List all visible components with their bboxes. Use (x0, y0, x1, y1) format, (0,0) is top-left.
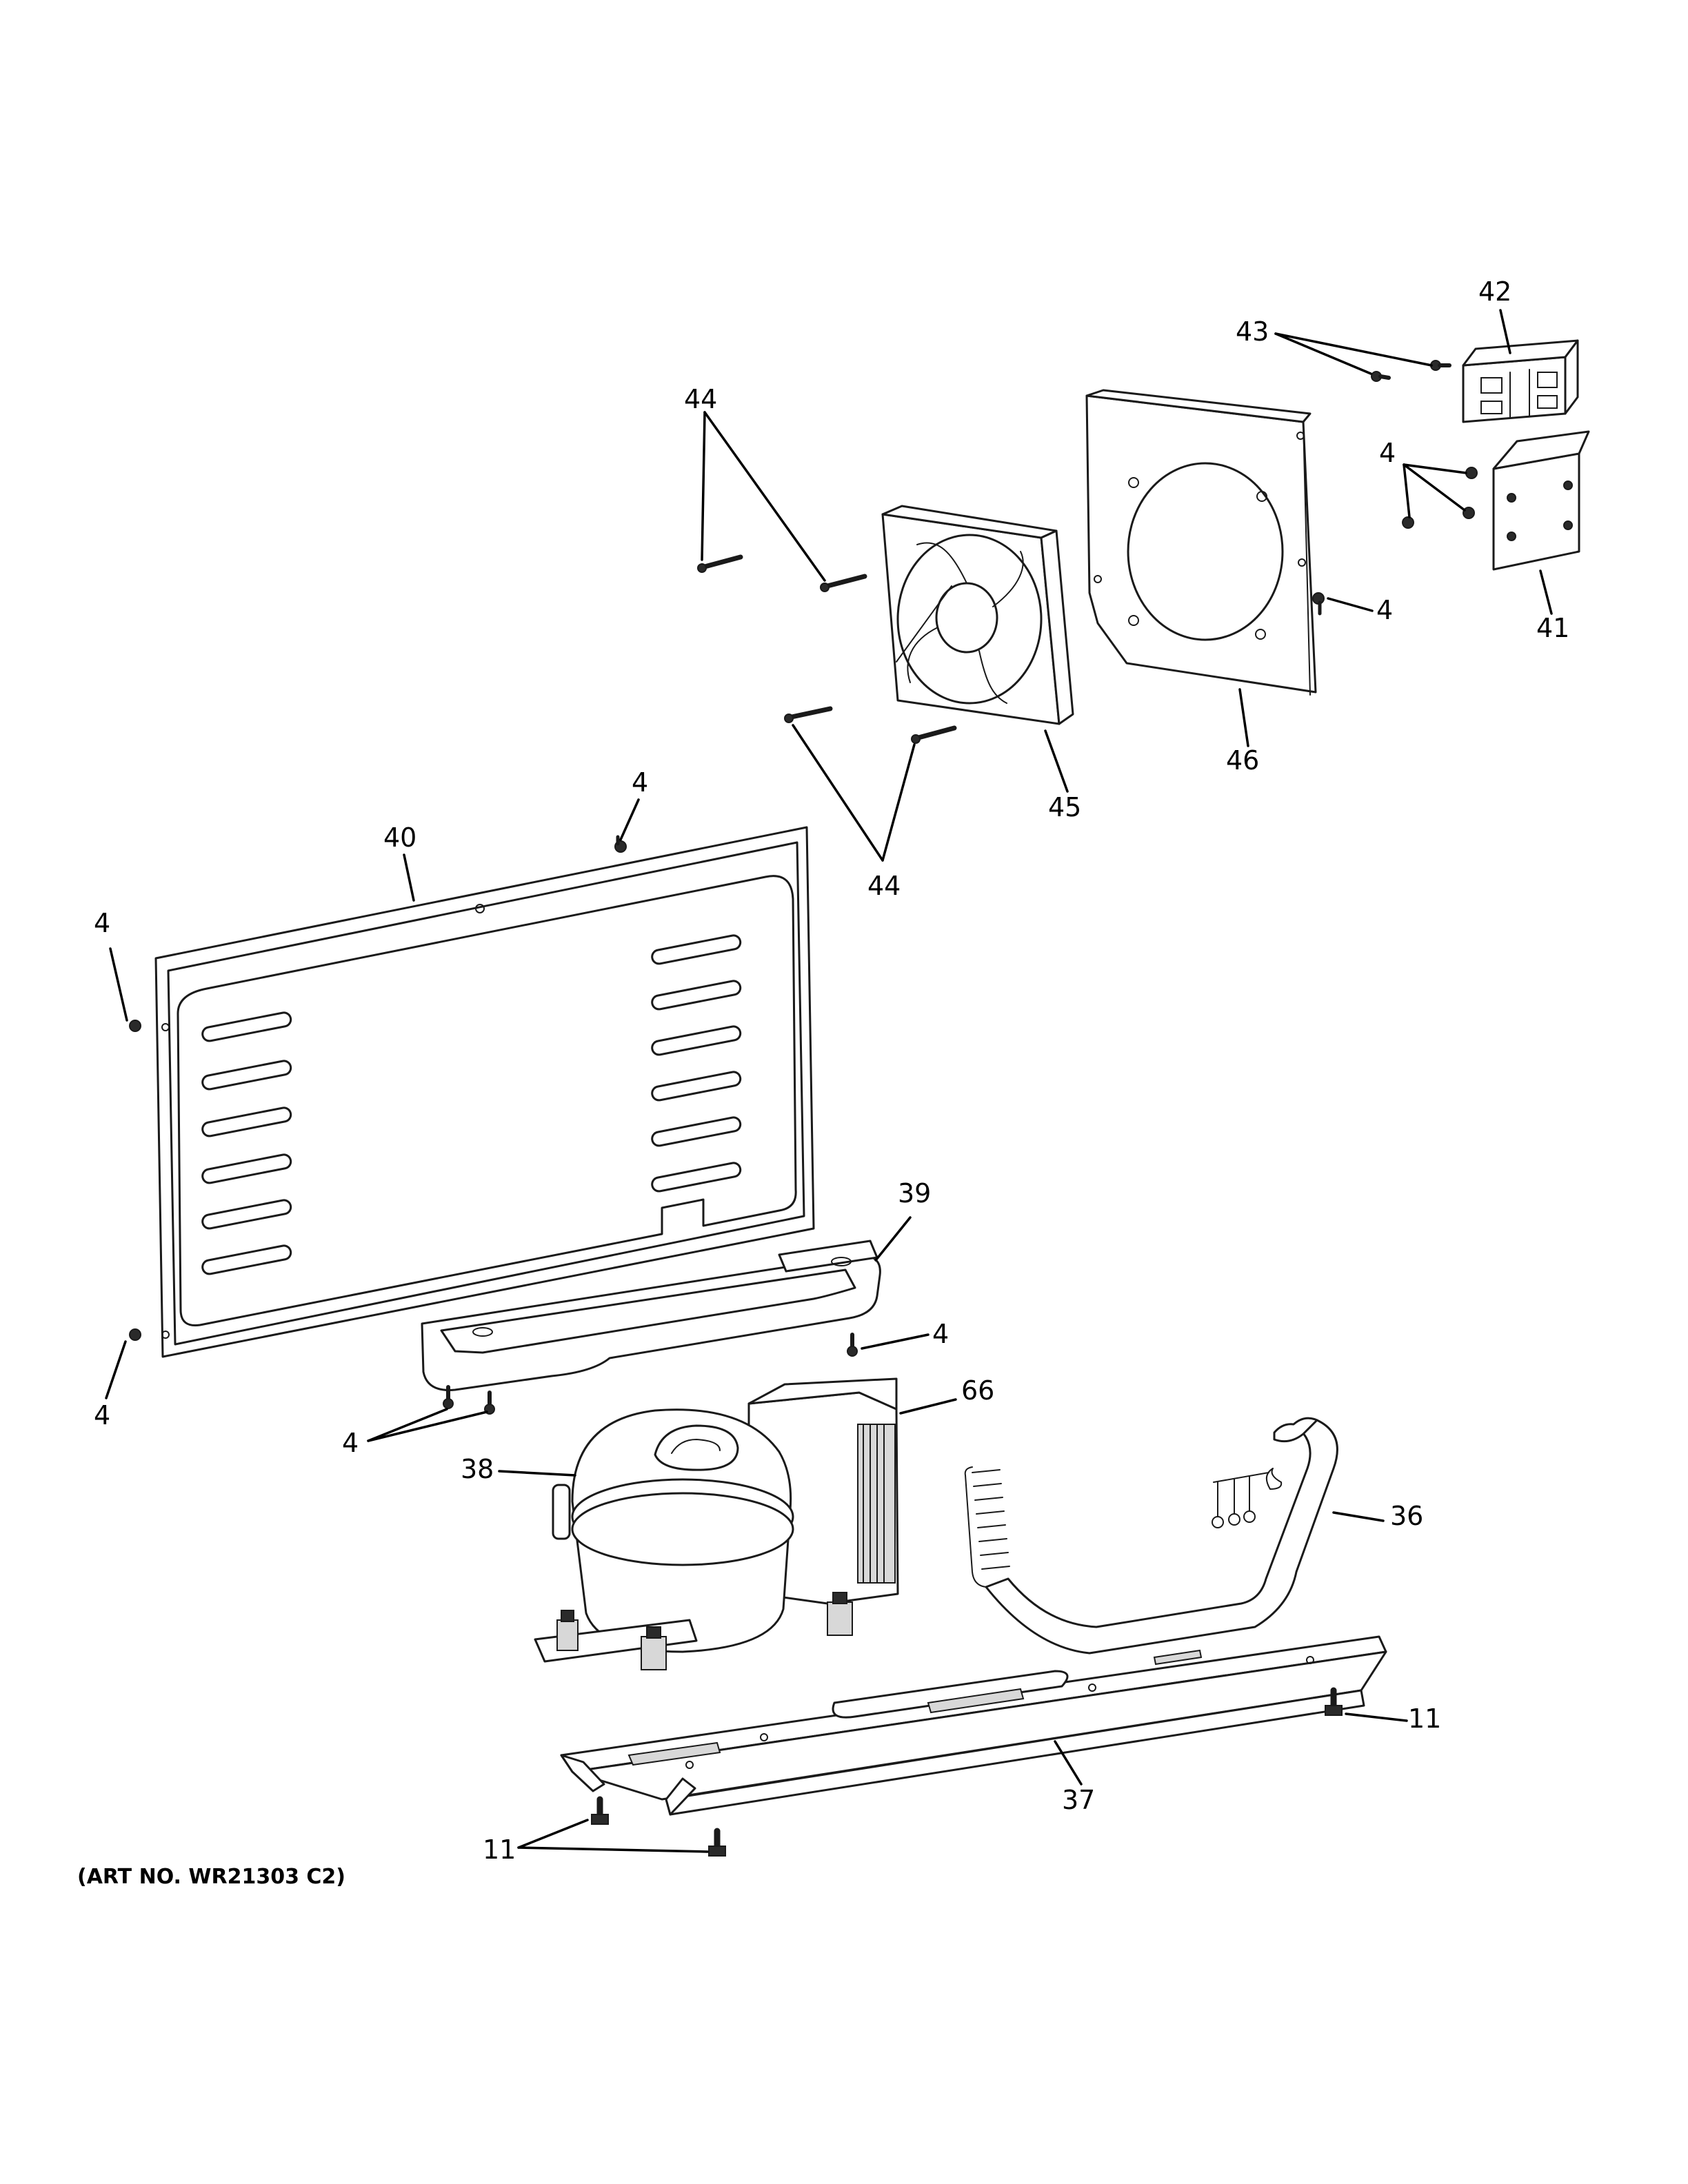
callout-4-tray-left: 4 (342, 1428, 359, 1458)
callout-11-bottom: 11 (483, 1834, 516, 1865)
part-41-bracket (1492, 430, 1590, 571)
callout-4-panel-bottom: 4 (94, 1400, 110, 1430)
screw-icon (443, 1385, 454, 1409)
screw-icon (1325, 1687, 1343, 1716)
callout-37: 37 (1062, 1785, 1095, 1815)
part-36-condenser-tubing (964, 1417, 1338, 1655)
callout-4-panel-top: 4 (632, 767, 648, 798)
mounting-grommet-icon (827, 1592, 853, 1636)
part-42-connector-block (1462, 339, 1579, 423)
mounting-grommet-icon (556, 1610, 579, 1651)
screw-icon (1463, 507, 1475, 519)
screw-icon (1312, 592, 1325, 616)
callout-4-plate: 4 (1376, 595, 1393, 625)
screw-icon (847, 1333, 858, 1357)
part-44-fan-screws (697, 554, 957, 744)
screw-icon (708, 1828, 726, 1857)
callout-42: 42 (1478, 276, 1511, 307)
screw-icon (1371, 371, 1391, 382)
screw-icon (820, 574, 867, 592)
callout-45: 45 (1048, 792, 1081, 822)
callout-46: 46 (1226, 745, 1259, 776)
callout-38: 38 (461, 1454, 494, 1484)
wire-harness-icon (972, 1469, 1010, 1570)
art-number: (ART NO. WR21303 C2) (77, 1865, 345, 1889)
screw-icon (911, 725, 957, 744)
part-37-base-rail (560, 1635, 1387, 1816)
screw-icon (591, 1796, 609, 1825)
hardware-screws (129, 360, 1478, 1857)
mounting-grommet-icon (641, 1626, 667, 1670)
screw-icon (484, 1391, 495, 1415)
callout-66: 66 (961, 1375, 994, 1406)
callout-41: 41 (1536, 613, 1569, 643)
callout-40: 40 (383, 822, 416, 853)
callout-44-top: 44 (684, 384, 717, 414)
callout-4-panel-left: 4 (94, 908, 110, 938)
screw-icon (697, 554, 743, 573)
panel-vent-slots (201, 934, 742, 1275)
part-38-compressor (534, 1408, 853, 1670)
callout-44-bottom: 44 (867, 871, 901, 901)
leader-lines (105, 309, 1553, 1853)
screw-icon (614, 835, 627, 853)
screw-icon (784, 706, 833, 723)
screw-icon (129, 1328, 141, 1341)
screw-icon (1465, 467, 1478, 479)
terminal-ring-icon (1212, 1468, 1283, 1528)
callout-4-tray-right: 4 (932, 1319, 949, 1349)
callout-39: 39 (898, 1178, 931, 1209)
callout-labels: 42 43 44 4 4 41 46 45 44 4 40 4 4 39 4 4… (94, 276, 1569, 1865)
part-45-fan (881, 505, 1074, 725)
callout-36: 36 (1390, 1501, 1423, 1531)
callout-11-right: 11 (1408, 1703, 1441, 1734)
screw-icon (1430, 360, 1451, 371)
callout-4-right-bracket: 4 (1379, 438, 1396, 468)
part-46-fan-shroud (1085, 389, 1317, 696)
part-40-panel (154, 826, 815, 1358)
screw-icon (129, 1020, 141, 1032)
screw-icon (1402, 516, 1414, 529)
callout-43: 43 (1236, 316, 1269, 347)
